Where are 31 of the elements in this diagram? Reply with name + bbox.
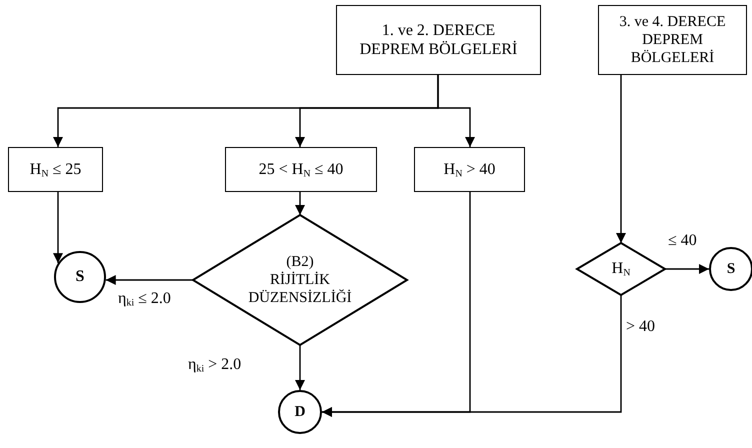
node-text: RİJİTLİK DÜZENSİZLİĞİ xyxy=(247,271,353,307)
arrow xyxy=(106,275,193,285)
arrow xyxy=(53,192,63,264)
decision-diamond xyxy=(577,243,665,295)
node-text: H$_{N}$ > 40 xyxy=(444,160,496,180)
node-text: S xyxy=(76,267,84,287)
node-text: H$_{N}$ xyxy=(612,259,630,279)
arrow xyxy=(665,264,709,274)
process-box xyxy=(225,147,377,192)
arrow xyxy=(295,345,305,390)
terminal-circle xyxy=(54,251,106,303)
edge-label: η$_{ki}$ ≤ 2.0 xyxy=(118,290,171,308)
process-box xyxy=(8,147,103,192)
process-box xyxy=(414,147,525,192)
node-text: H$_{N}$ ≤ 25 xyxy=(30,160,82,180)
node-text: (B2) xyxy=(286,253,314,271)
terminal-circle xyxy=(278,390,322,434)
node-text: S xyxy=(726,260,736,278)
terminal-circle xyxy=(709,247,752,291)
node-text: 1. ve 2. DERECE DEPREM BÖLGELERİ xyxy=(359,20,518,60)
arrow xyxy=(437,75,475,147)
node-text: 25 < H$_{N}$ ≤ 40 xyxy=(258,160,344,180)
process-box xyxy=(336,5,541,75)
arrow xyxy=(322,295,622,417)
arrow xyxy=(295,192,305,215)
node-text: D xyxy=(294,403,306,421)
arrow xyxy=(616,75,626,243)
edge-label: η$_{ki}$ > 2.0 xyxy=(188,356,242,374)
process-box xyxy=(598,5,747,75)
decision-diamond xyxy=(193,215,407,345)
node-text: 3. ve 4. DERECE DEPREM BÖLGELERİ xyxy=(618,13,727,67)
